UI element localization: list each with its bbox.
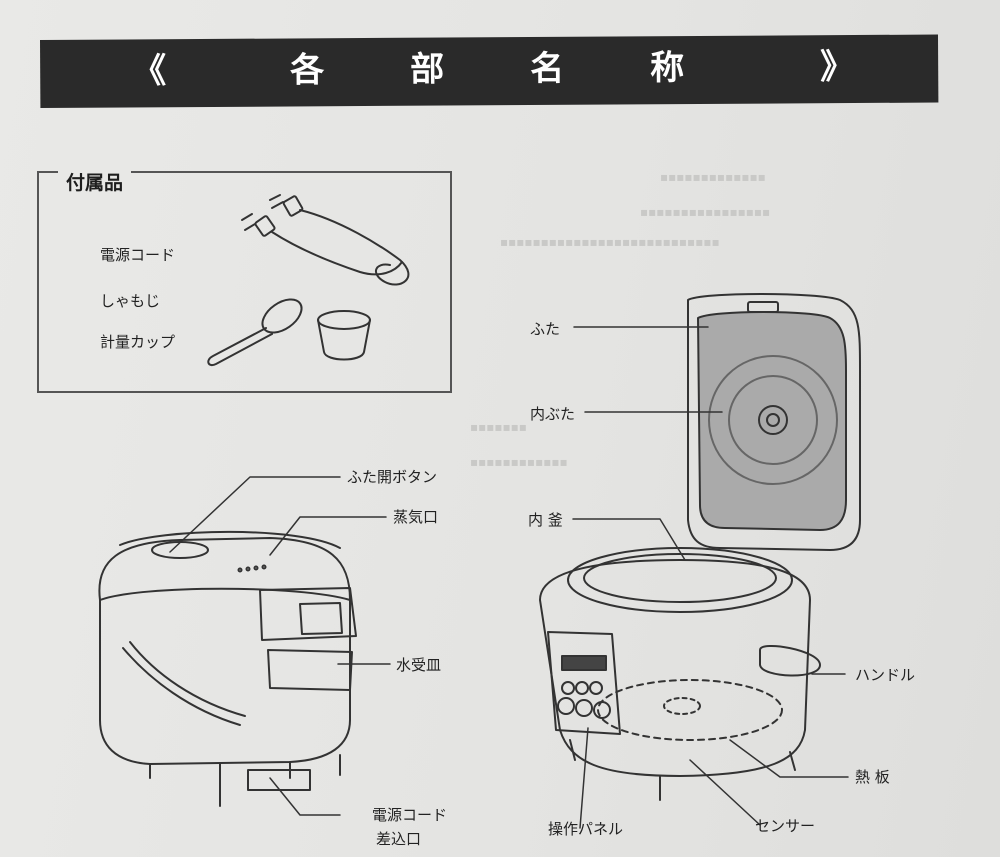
rice-paddle-drawing [207, 298, 303, 366]
open-cooker-drawing [539, 293, 861, 801]
accessories-title: 付属品 [58, 168, 132, 195]
bleed-through-line: ▪▪▪▪▪▪▪ [470, 420, 527, 434]
accessory-rice-paddle-label: しゃもじ [100, 292, 161, 310]
label-steam-vent: 蒸気口 [393, 508, 439, 526]
bleed-through-line: ▪▪▪▪▪▪▪▪▪▪▪▪▪ [660, 170, 766, 184]
accessories-box [37, 171, 452, 393]
leader-lines [169, 326, 849, 829]
bleed-through-line: ▪▪▪▪▪▪▪▪▪▪▪▪ [470, 455, 568, 469]
label-sensor: センサー [755, 817, 816, 835]
label-heating-plate: 熱 板 [855, 768, 890, 786]
label-inner-pot: 内 釜 [528, 511, 563, 529]
label-control-panel: 操作パネル [548, 820, 624, 838]
accessory-measuring-cup-label: 計量カップ [100, 333, 176, 351]
label-power-inlet-line1: 電源コード [372, 806, 448, 824]
bleed-through-line: ▪▪▪▪▪▪▪▪▪▪▪▪▪▪▪▪▪▪▪▪▪▪▪▪▪▪▪ [500, 235, 720, 249]
measuring-cup-drawing [317, 310, 371, 361]
label-power-inlet-line2: 差込口 [376, 830, 422, 848]
label-water-tray: 水受皿 [396, 656, 442, 674]
accessory-power-cord-label: 電源コード [100, 246, 176, 264]
label-lid: ふた [530, 320, 561, 338]
bleed-through-line: ▪▪▪▪▪▪▪▪▪▪▪▪▪▪▪▪ [640, 205, 771, 219]
label-handle: ハンドル [855, 666, 916, 684]
label-inner-lid: 内ぶた [530, 405, 576, 423]
closed-cooker-drawing [98, 530, 357, 807]
label-lid-open-button: ふた開ボタン [347, 468, 438, 486]
power-cord-drawing [241, 194, 410, 286]
